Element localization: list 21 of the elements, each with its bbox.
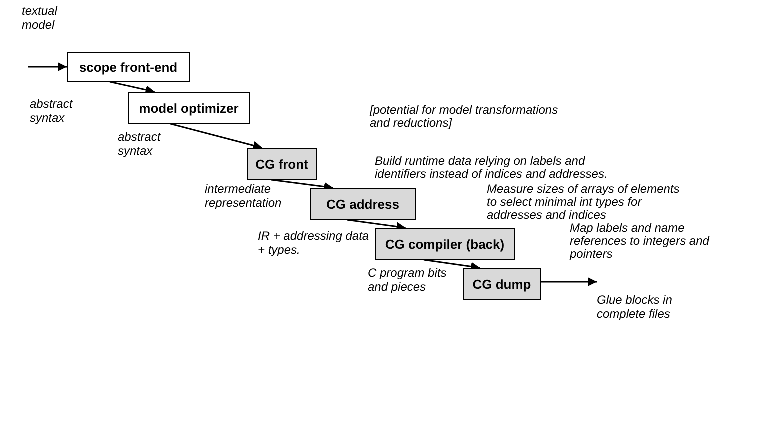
process-box: CG address <box>310 188 416 220</box>
process-box: scope front-end <box>67 52 190 82</box>
edge-label: textual model <box>22 4 59 32</box>
edge-label: abstract syntax <box>30 97 74 125</box>
arrow <box>170 123 263 150</box>
process-box: CG compiler (back) <box>375 228 515 260</box>
process-box: CG dump <box>463 268 541 300</box>
edge-label: intermediate representation <box>205 182 283 210</box>
annotation-note: Measure sizes of arrays of elements to select minimal int types for addresses and indices <box>487 183 681 222</box>
annotation-note: Build runtime data relying on labels and identifiers instead of indices and addresses. <box>375 155 609 181</box>
annotation-note: Map labels and name references to integers and pointers <box>570 222 711 261</box>
edge-label: Glue blocks in complete files <box>597 293 674 321</box>
edge-label: IR + addressing data + types. <box>258 229 370 257</box>
process-box: model optimizer <box>128 92 250 124</box>
arrow <box>28 62 67 72</box>
edge-label: C program bits and pieces <box>368 266 448 294</box>
arrow <box>541 278 597 286</box>
edge-label: abstract syntax <box>118 130 162 158</box>
arrow <box>110 81 155 94</box>
process-box: CG front <box>247 148 317 180</box>
annotation-note: [potential for model transformations and reductions] <box>370 104 560 130</box>
